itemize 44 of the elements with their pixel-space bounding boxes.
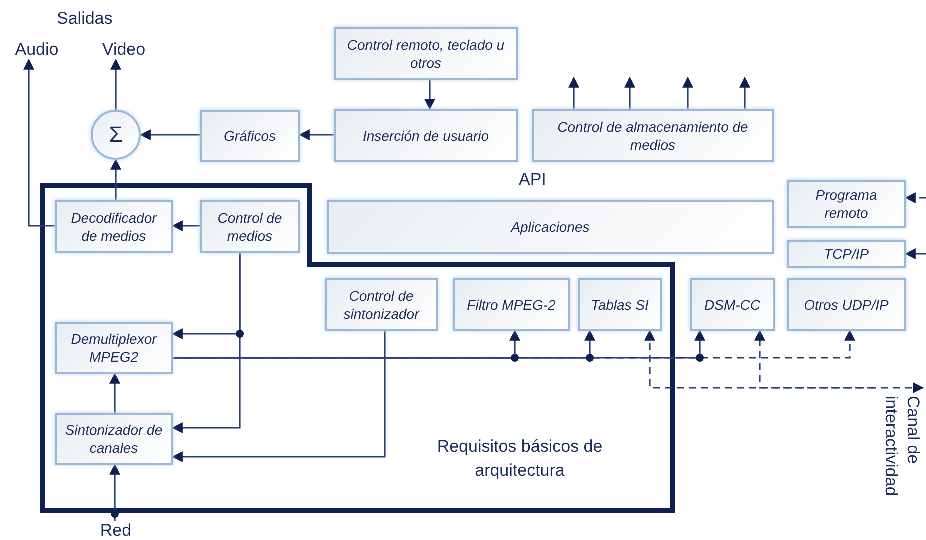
process-box: Control de almacenamiento de medios bbox=[532, 109, 774, 162]
process-box: DSM-CC bbox=[690, 278, 775, 331]
process-box: TCP/IP bbox=[787, 240, 906, 268]
arrow bbox=[110, 58, 122, 110]
process-box: Otros UDP/IP bbox=[787, 278, 906, 331]
process-box: Demultiplexor MPEG2 bbox=[55, 322, 173, 374]
process-box: Control de medios bbox=[200, 200, 300, 253]
arrow bbox=[24, 58, 55, 227]
process-box: Aplicaciones bbox=[327, 200, 774, 254]
output-label: Video bbox=[96, 40, 152, 60]
summing-circle: Σ bbox=[91, 110, 141, 160]
input-label: Red bbox=[95, 521, 137, 540]
arrow bbox=[110, 372, 120, 413]
dashed-arrow bbox=[173, 330, 856, 359]
arrow bbox=[172, 331, 386, 462]
dashed-arrow bbox=[644, 330, 924, 394]
arrow bbox=[740, 76, 750, 109]
arrow bbox=[110, 158, 122, 200]
arrow bbox=[298, 130, 334, 140]
process-box: Decodificador de medios bbox=[55, 200, 173, 253]
process-box: Gráficos bbox=[200, 110, 300, 162]
dashed-arrow bbox=[904, 192, 926, 204]
dashed-arrow bbox=[754, 330, 874, 389]
process-box: Inserción de usuario bbox=[334, 109, 518, 162]
group-title: Requisitos básicos de arquitectura bbox=[436, 436, 604, 482]
process-box: Tablas SI bbox=[578, 278, 662, 331]
arrow bbox=[172, 220, 200, 232]
arrow bbox=[568, 76, 580, 109]
arrow bbox=[140, 130, 200, 140]
process-box: Filtro MPEG-2 bbox=[453, 278, 570, 331]
arrow bbox=[682, 76, 694, 109]
arrow bbox=[424, 80, 436, 110]
output-label: Audio bbox=[10, 40, 64, 60]
channel-label: Canal de interactividad bbox=[874, 396, 924, 540]
process-box: Sintonizador de canales bbox=[55, 413, 173, 465]
heading-label: Salidas bbox=[57, 9, 113, 29]
arrow bbox=[110, 464, 120, 521]
arrow bbox=[172, 253, 241, 434]
process-box: Control remoto, teclado u otros bbox=[334, 27, 518, 80]
arrow bbox=[624, 76, 636, 109]
process-box: Control de sintonizador bbox=[325, 278, 438, 331]
process-box: Programa remoto bbox=[787, 180, 906, 228]
arrow bbox=[904, 248, 926, 260]
heading-label: API bbox=[519, 170, 546, 190]
